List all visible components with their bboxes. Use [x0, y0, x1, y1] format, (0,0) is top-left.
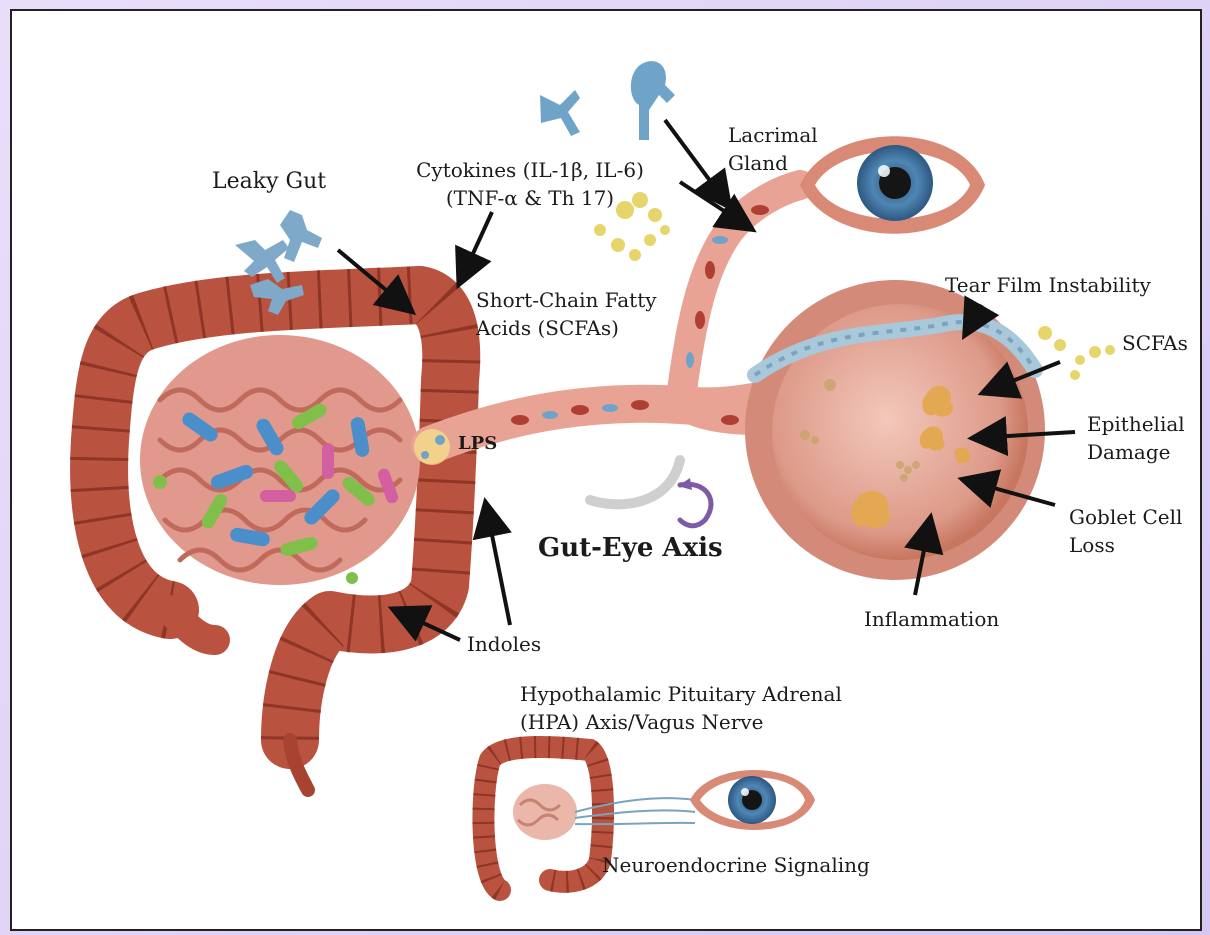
- arrow-cytokines: [460, 212, 492, 282]
- label-gut-eye-axis: Gut-Eye Axis: [538, 532, 723, 564]
- cytokine-molecules: [540, 61, 675, 140]
- label-leaky-gut: Leaky Gut: [212, 169, 326, 195]
- scfa-bubbles-right: [1038, 326, 1115, 380]
- label-goblet-line2: Loss: [1069, 532, 1115, 558]
- label-epithelial-line1: Epithelial: [1087, 411, 1185, 437]
- label-epithelial-line2: Damage: [1087, 439, 1171, 465]
- label-lps: LPS: [458, 431, 497, 457]
- label-scfa-line2: Acids (SCFAs): [476, 315, 619, 341]
- label-tear-film: Tear Film Instability: [945, 272, 1151, 298]
- label-cytokines-line1: Cytokines (IL-1β, IL-6): [400, 157, 660, 183]
- lps-burst: [414, 429, 450, 465]
- label-cytokines-line2: (TNF-α & Th 17): [400, 185, 660, 211]
- label-scfas: SCFAs: [1122, 330, 1188, 356]
- small-intestine: [140, 335, 420, 585]
- label-lacrimal-line1: Lacrimal: [728, 122, 818, 148]
- eye-cross-section: [745, 280, 1045, 580]
- label-scfa-line1: Short-Chain Fatty: [476, 287, 657, 313]
- arrow-indoles-2: [486, 505, 510, 625]
- top-eye: [800, 136, 985, 234]
- label-neuroendocrine: Neuroendocrine Signaling: [602, 852, 870, 878]
- gut-eye-axis-swirl: [590, 460, 711, 526]
- label-inflammation: Inflammation: [864, 606, 999, 632]
- label-lacrimal-line2: Gland: [728, 150, 788, 176]
- label-hpa-line2: (HPA) Axis/Vagus Nerve: [520, 709, 763, 735]
- label-indoles: Indoles: [467, 631, 541, 657]
- label-hpa-line1: Hypothalamic Pituitary Adrenal: [520, 681, 842, 707]
- label-goblet-line1: Goblet Cell: [1069, 504, 1182, 530]
